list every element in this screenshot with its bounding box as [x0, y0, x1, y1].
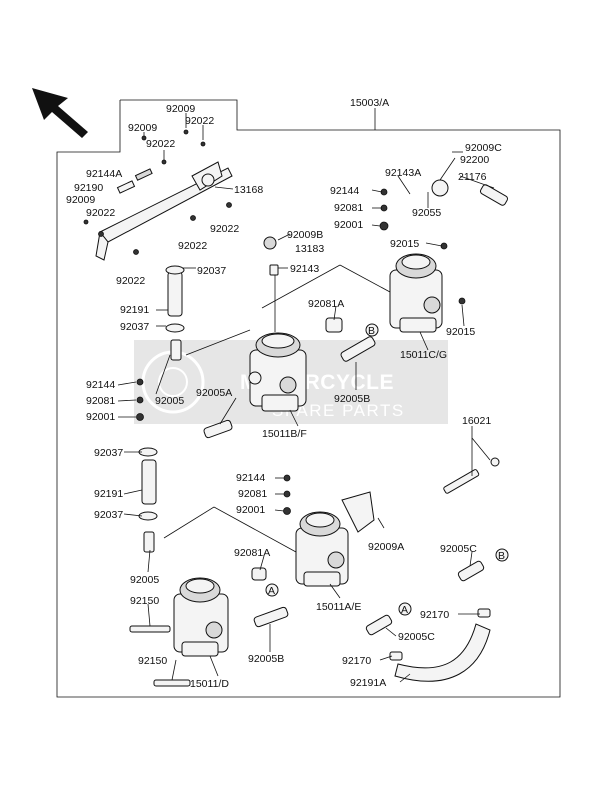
label-92005b: 92005 — [130, 574, 159, 586]
label-92037b: 92037 — [120, 321, 149, 333]
label-92015b: 92015 — [446, 326, 475, 338]
carburetor-15011BF — [248, 267, 307, 412]
label-92005C: 92005C — [440, 543, 477, 555]
label-92037c: 92037 — [94, 447, 123, 459]
carburetor-15011CG — [261, 253, 443, 333]
label-92009C: 92009C — [465, 142, 502, 154]
label-15011D: 15011/D — [190, 678, 229, 690]
label-92022c: 92022 — [86, 207, 115, 219]
label-92055: 92055 — [412, 207, 441, 219]
label-92150b: 92150 — [138, 655, 167, 667]
label-92022e: 92022 — [178, 240, 207, 252]
label-92005Bb: 92005B — [248, 653, 284, 665]
label-15011AE: 15011A/E — [316, 601, 361, 613]
part-labels: 15003/A 92009 92022 92009 92022 92144A 9… — [66, 97, 502, 690]
label-92005Cb: 92005C — [398, 631, 435, 643]
leader-lines — [117, 113, 495, 683]
label-13183: 13183 — [295, 243, 324, 255]
label-92005a: 92005 — [155, 395, 184, 407]
label-16021: 16021 — [462, 415, 491, 427]
marker-a-2: A — [401, 604, 408, 616]
marker-b-2: B — [498, 550, 505, 562]
label-92081b: 92081 — [334, 202, 363, 214]
label-92143A: 92143A — [385, 167, 421, 179]
assembly-outline — [56, 99, 561, 698]
label-92022a: 92022 — [185, 115, 214, 127]
label-92037a: 92037 — [197, 265, 226, 277]
label-assembly: 15003/A — [350, 97, 389, 109]
label-92001a: 92001 — [86, 411, 115, 423]
label-92191b: 92191 — [94, 488, 123, 500]
label-92170a: 92170 — [420, 609, 449, 621]
marker-b-1: B — [368, 325, 375, 337]
reference-markers: B A B A — [265, 323, 509, 616]
label-92200: 92200 — [460, 154, 489, 166]
label-92144c: 92144 — [236, 472, 265, 484]
label-92144a: 92144 — [86, 379, 115, 391]
label-92009A: 92009A — [368, 541, 404, 553]
label-92001c: 92001 — [236, 504, 265, 516]
label-92005A: 92005A — [196, 387, 232, 399]
label-21176: 21176 — [458, 171, 487, 183]
label-92022b: 92022 — [146, 138, 175, 150]
label-92144A: 92144A — [86, 168, 122, 180]
label-92081Ab: 92081A — [234, 547, 270, 559]
throttle-linkage-bracket — [83, 129, 233, 261]
label-92015a: 92015 — [390, 238, 419, 250]
label-92037d: 92037 — [94, 509, 123, 521]
label-92081a: 92081 — [86, 395, 115, 407]
label-13168: 13168 — [234, 184, 263, 196]
label-92191a: 92191 — [120, 304, 149, 316]
label-92081c: 92081 — [238, 488, 267, 500]
carburetor-15011AE — [163, 506, 349, 587]
label-92191A: 92191A — [350, 677, 386, 689]
front-direction-arrow-icon — [32, 88, 88, 138]
carburetor-15011D — [173, 577, 229, 657]
label-92001b: 92001 — [334, 219, 363, 231]
label-92170b: 92170 — [342, 655, 371, 667]
label-92081Aa: 92081A — [308, 298, 344, 310]
label-92022d: 92022 — [210, 223, 239, 235]
marker-a-1: A — [268, 585, 275, 597]
label-92009c: 92009 — [66, 194, 95, 206]
label-92022f: 92022 — [116, 275, 145, 287]
label-92009b: 92009 — [128, 122, 157, 134]
label-15011CG: 15011C/G — [400, 349, 447, 361]
label-92190: 92190 — [74, 182, 103, 194]
label-92009a: 92009 — [166, 103, 195, 115]
label-92009B: 92009B — [287, 229, 323, 241]
label-92143: 92143 — [290, 263, 319, 275]
label-92144b: 92144 — [330, 185, 359, 197]
label-15011BF: 15011B/F — [262, 428, 307, 440]
label-92150a: 92150 — [130, 595, 159, 607]
watermark-line2: SPARE PARTS — [272, 401, 405, 420]
label-92005Ba: 92005B — [334, 393, 370, 405]
